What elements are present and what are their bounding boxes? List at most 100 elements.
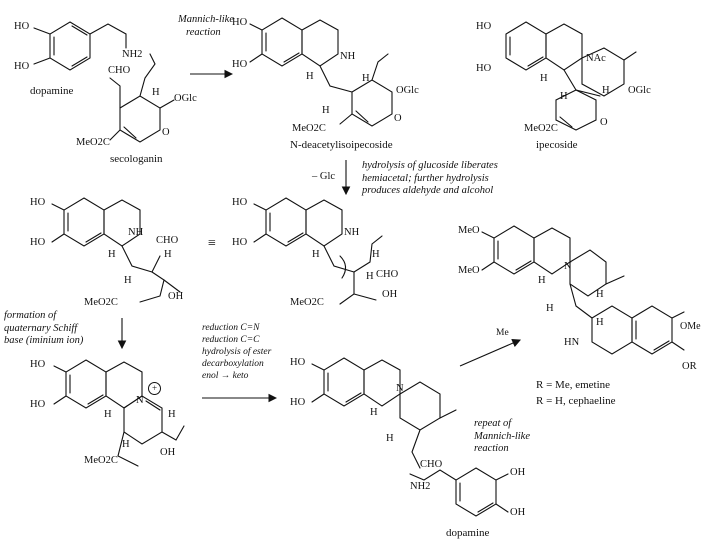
atom-meo-2: MeO bbox=[458, 265, 480, 276]
atom-h-20: H bbox=[122, 439, 130, 450]
atom-ho-12: HO bbox=[30, 399, 46, 410]
atom-h-10: H bbox=[124, 275, 132, 286]
dopamine-structure-top bbox=[33, 21, 127, 71]
atom-meo2c-1: MeO2C bbox=[76, 137, 110, 148]
atom-h-8: H bbox=[108, 249, 116, 260]
note-me: Me bbox=[496, 328, 509, 338]
note-mannich: Mannich-like reaction bbox=[178, 14, 234, 39]
atom-nh-1: NH bbox=[340, 51, 356, 62]
atom-n-3: N bbox=[396, 383, 404, 394]
equiv-sign: ≡ bbox=[208, 236, 216, 251]
iminium-structure bbox=[53, 359, 185, 467]
atom-hn: HN bbox=[564, 337, 580, 348]
atom-cho-3: CHO bbox=[376, 269, 399, 280]
atom-ho-14: HO bbox=[290, 397, 306, 408]
atom-nh-2: NH bbox=[128, 227, 144, 238]
note-hydrolysis-line-1: hydrolysis of glucoside liberates bbox=[362, 160, 498, 171]
atom-h-9: H bbox=[164, 249, 172, 260]
atom-oh-3: OH bbox=[160, 447, 176, 458]
atom-oglc-2: OGlc bbox=[396, 85, 419, 96]
atom-meo-1: MeO bbox=[458, 225, 480, 236]
emetine-structure bbox=[481, 225, 685, 355]
atom-o-3: O bbox=[600, 117, 608, 128]
aldehyde-intermediate-structure bbox=[311, 357, 457, 469]
atom-h-21: H bbox=[370, 407, 378, 418]
note-reductions: reduction C=N reduction C=C hydrolysis o… bbox=[202, 322, 271, 382]
atom-h-18: H bbox=[104, 409, 112, 420]
atom-oglc-1: OGlc bbox=[174, 93, 197, 104]
label-emetine: R = Me, emetine bbox=[536, 379, 611, 391]
atom-h-6: H bbox=[602, 85, 610, 96]
atom-ho-10: HO bbox=[232, 237, 248, 248]
atom-h-3: H bbox=[362, 73, 370, 84]
atom-h-2: H bbox=[306, 71, 314, 82]
atom-cho-2: CHO bbox=[156, 235, 179, 246]
atom-ho-4: HO bbox=[232, 59, 248, 70]
atom-h-12: H bbox=[372, 249, 380, 260]
note-repeat-line-3: reaction bbox=[474, 443, 509, 454]
label-deacetylisoipecoside: N-deacetylisoipecoside bbox=[290, 139, 393, 151]
atom-oh-4: OH bbox=[510, 467, 526, 478]
note-schiff-line-2: quaternary Schiff bbox=[4, 322, 78, 334]
note-hydrolysis-line-3: produces aldehyde and alcohol bbox=[362, 185, 494, 196]
atom-h-7: H bbox=[560, 91, 568, 102]
note-mannich-line-2: reaction bbox=[186, 26, 221, 38]
atom-ho-7: HO bbox=[30, 197, 46, 208]
note-schiff: formation of quaternary Schiff base (imi… bbox=[4, 310, 83, 348]
dopamine-structure-bottom bbox=[409, 467, 509, 517]
atom-nh2-1: NH2 bbox=[122, 49, 143, 60]
atom-plus: + bbox=[148, 382, 161, 395]
atom-meo2c-2: MeO2C bbox=[292, 123, 326, 134]
atom-cho-1: CHO bbox=[108, 65, 131, 76]
atom-h-5: H bbox=[540, 73, 548, 84]
atom-ho-13: HO bbox=[290, 357, 306, 368]
atom-h-4: H bbox=[322, 105, 330, 116]
atom-oh-1: OH bbox=[168, 291, 184, 302]
secologanin-structure bbox=[109, 53, 175, 143]
atom-o-1: O bbox=[162, 127, 170, 138]
atom-h-19: H bbox=[168, 409, 176, 420]
atom-meo2c-4: MeO2C bbox=[84, 297, 118, 308]
atom-meo2c-3: MeO2C bbox=[524, 123, 558, 134]
atom-oh-2: OH bbox=[382, 289, 398, 300]
atom-oh-5: OH bbox=[510, 507, 526, 518]
atom-nac: NAc bbox=[586, 53, 606, 64]
atom-h-13: H bbox=[366, 271, 374, 282]
atom-ho-11: HO bbox=[30, 359, 46, 370]
atom-nh-3: NH bbox=[344, 227, 360, 238]
atom-ho-6: HO bbox=[476, 63, 492, 74]
atom-oglc-3: OGlc bbox=[628, 85, 651, 96]
atom-ome: OMe bbox=[680, 321, 701, 332]
atom-meo2c-6: MeO2C bbox=[84, 455, 118, 466]
label-secologanin: secologanin bbox=[110, 153, 163, 165]
label-dopamine-bottom: dopamine bbox=[446, 527, 490, 539]
hemiacetal-rotated-structure bbox=[253, 197, 383, 305]
atom-meo2c-5: MeO2C bbox=[290, 297, 324, 308]
note-reductions-line-1: reduction C=N bbox=[202, 323, 260, 333]
atom-h-11: H bbox=[312, 249, 320, 260]
atom-ho-5: HO bbox=[476, 21, 492, 32]
note-hydrolysis-line-2: hemiacetal; further hydrolysis bbox=[362, 172, 489, 184]
atom-n-2: N bbox=[136, 395, 144, 406]
atom-cho-4: CHO bbox=[420, 459, 443, 470]
deacetylisoipecoside-structure bbox=[249, 17, 393, 127]
atom-h-17: H bbox=[596, 317, 604, 328]
atom-or: OR bbox=[682, 361, 697, 372]
note-repeat: repeat of Mannich-like reaction bbox=[474, 418, 530, 456]
note-schiff-line-1: formation of bbox=[4, 310, 57, 321]
atom-ho-1: HO bbox=[14, 21, 30, 32]
atom-o-2: O bbox=[394, 113, 402, 124]
atom-h-14: H bbox=[538, 275, 546, 286]
atom-ho-3: HO bbox=[232, 17, 248, 28]
label-ipecoside: ipecoside bbox=[536, 139, 578, 151]
atom-ho-2: HO bbox=[14, 61, 30, 72]
atom-nh2-2: NH2 bbox=[410, 481, 431, 492]
note-reductions-line-4: decarboxylation bbox=[202, 359, 264, 369]
note-reductions-line-5: enol → keto bbox=[202, 371, 249, 381]
atom-n-1: N bbox=[564, 261, 572, 272]
note-minus-glc: – Glc bbox=[312, 171, 336, 182]
note-reductions-line-2: reduction C=C bbox=[202, 335, 260, 345]
note-schiff-line-3: base (iminium ion) bbox=[4, 335, 84, 346]
note-repeat-line-1: repeat of bbox=[474, 418, 512, 429]
